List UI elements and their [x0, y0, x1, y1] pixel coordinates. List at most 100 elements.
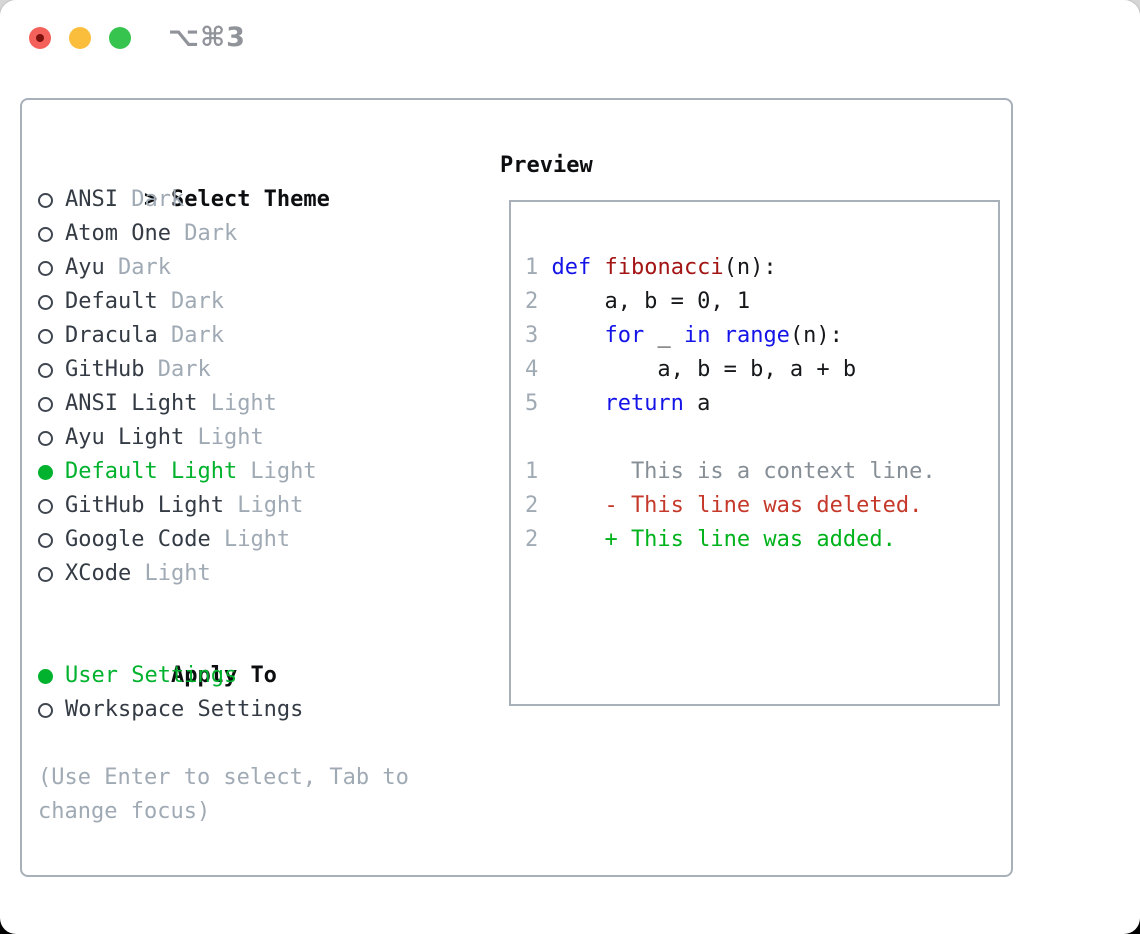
keyboard-hint: (Use Enter to select, Tab to change focu…	[38, 765, 409, 824]
theme-variant-label: Dark	[144, 357, 211, 382]
code-segment	[551, 323, 604, 348]
theme-variant-label: Dark	[170, 221, 238, 246]
code-segment: def	[551, 255, 592, 280]
line-number: 2	[525, 527, 539, 552]
preview-code-line	[525, 421, 998, 455]
preview-code-line: 4 a, b = b, a + b	[525, 353, 998, 387]
theme-variant-label: Dark	[157, 289, 224, 314]
theme-option-label: GitHub Light	[65, 493, 224, 518]
theme-option-label: Google Code	[65, 527, 211, 552]
preview-code-line: 3 for _ in range(n):	[525, 319, 998, 353]
theme-variant-label: Light	[237, 459, 317, 484]
radio-icon	[38, 227, 53, 242]
theme-option-ansi-light[interactable]: ANSI Light Light	[38, 387, 330, 421]
code-segment: This is a context line.	[551, 459, 936, 484]
theme-option-label: Ayu Light	[65, 425, 185, 450]
preview-code-line: 2 + This line was added.	[525, 523, 998, 557]
radio-icon	[38, 431, 53, 446]
theme-variant-label: Light	[210, 527, 291, 552]
radio-selected-icon	[38, 465, 53, 480]
code-segment: fibonacci	[604, 255, 724, 280]
radio-icon	[38, 703, 53, 718]
theme-option-ayu[interactable]: Ayu Dark	[38, 251, 330, 285]
theme-option-github-light[interactable]: GitHub Light Light	[38, 489, 330, 523]
code-segment: - This line was deleted.	[551, 493, 923, 518]
theme-option-ayu-light[interactable]: Ayu Light Light	[38, 421, 330, 455]
code-segment	[710, 323, 723, 348]
line-number: 2	[525, 493, 539, 518]
code-segment: + This line was added.	[551, 527, 896, 552]
code-segment: a, b = b, a + b	[551, 357, 857, 382]
theme-variant-label: Light	[223, 493, 304, 518]
close-focus-dot-icon	[36, 34, 44, 42]
theme-option-google-code[interactable]: Google Code Light	[38, 523, 330, 557]
preview-code-line: 1 This is a context line.	[525, 455, 998, 489]
theme-option-xcode[interactable]: XCode Light	[38, 557, 330, 591]
radio-icon	[38, 499, 53, 514]
radio-icon	[38, 567, 53, 582]
radio-icon	[38, 261, 53, 276]
code-segment: return	[604, 391, 684, 416]
theme-variant-label: Dark	[157, 323, 224, 348]
code-segment: a	[683, 391, 711, 416]
preview-code-line: 2 - This line was deleted.	[525, 489, 998, 523]
line-number: 4	[525, 357, 539, 382]
theme-option-label: Ayu	[65, 255, 105, 280]
theme-option-label: Atom One	[65, 221, 171, 246]
theme-option-label: XCode	[65, 561, 132, 586]
preview-code-line: 1 def fibonacci(n):	[525, 251, 998, 285]
theme-option-atom-one[interactable]: Atom One Dark	[38, 217, 330, 251]
theme-variant-label: Light	[184, 425, 264, 450]
theme-option-label: Default	[65, 289, 158, 314]
minimize-button[interactable]	[69, 27, 91, 49]
theme-option-label: ANSI Light	[65, 391, 198, 416]
theme-variant-label: Light	[197, 391, 277, 416]
apply-option-label: User Settings	[65, 663, 238, 688]
theme-option-default[interactable]: Default Dark	[38, 285, 330, 319]
zoom-button[interactable]	[109, 27, 131, 49]
code-segment: range	[723, 323, 790, 348]
preview-code-line: 2 a, b = 0, 1	[525, 285, 998, 319]
titlebar: ⌥⌘3	[0, 0, 1140, 70]
code-segment: _	[644, 323, 684, 348]
apply-option-label: Workspace Settings	[65, 697, 304, 722]
theme-option-label: Default Light	[65, 459, 238, 484]
line-number: 3	[525, 323, 539, 348]
theme-variant-label: Dark	[104, 255, 171, 280]
line-number: 1	[525, 255, 539, 280]
code-segment: (n):	[723, 255, 777, 280]
window-shortcut-label: ⌥⌘3	[168, 22, 246, 53]
line-number: 1	[525, 459, 539, 484]
cursor-indicator: >	[143, 187, 158, 212]
apply-section-title: Apply To	[170, 663, 277, 688]
theme-option-github[interactable]: GitHub Dark	[38, 353, 330, 387]
line-number: 2	[525, 289, 539, 314]
theme-section-title: Select Theme	[170, 187, 330, 212]
theme-option-label: ANSI	[65, 187, 118, 212]
close-button[interactable]	[29, 27, 51, 49]
radio-icon	[38, 329, 53, 344]
code-segment: for	[604, 323, 645, 348]
code-segment: in	[683, 323, 711, 348]
theme-option-dracula[interactable]: Dracula Dark	[38, 319, 330, 353]
apply-option-workspace-settings[interactable]: Workspace Settings	[38, 693, 303, 727]
radio-selected-icon	[38, 669, 53, 684]
radio-icon	[38, 397, 53, 412]
radio-icon	[38, 533, 53, 548]
apply-option-user-settings[interactable]: User Settings	[38, 659, 303, 693]
theme-option-default-light[interactable]: Default Light Light	[38, 455, 330, 489]
theme-variant-label: Dark	[117, 187, 185, 212]
theme-option-ansi[interactable]: ANSI Dark	[38, 183, 330, 217]
code-segment: a, b = 0, 1	[551, 289, 751, 314]
theme-variant-label: Light	[131, 561, 211, 586]
code-segment	[591, 255, 604, 280]
radio-icon	[38, 295, 53, 310]
code-segment	[551, 391, 604, 416]
radio-icon	[38, 193, 53, 208]
line-number: 5	[525, 391, 539, 416]
